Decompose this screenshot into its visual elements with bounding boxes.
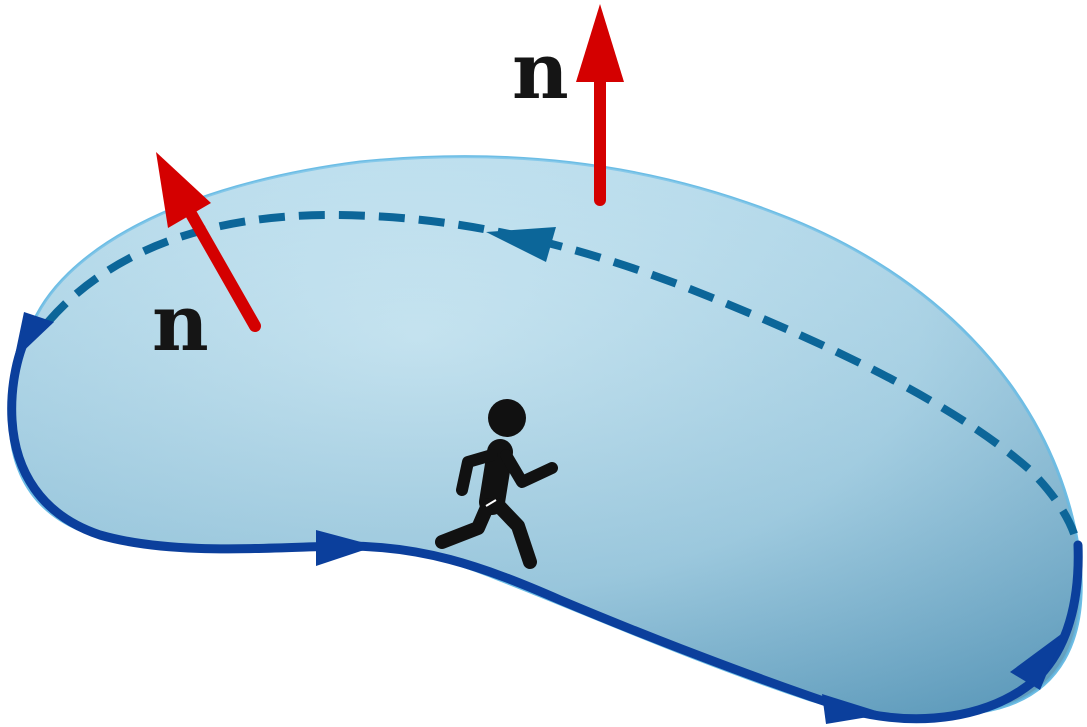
boundary-arrowhead-bottom-right xyxy=(822,694,886,724)
boundary-curve-back-dashed xyxy=(44,210,1080,542)
boundary-curve-front xyxy=(7,325,1083,724)
boundary-arrowhead-right xyxy=(1010,632,1064,690)
normal-vector-top-arrowhead xyxy=(576,4,624,82)
dashed-curve-arrowhead xyxy=(486,227,556,262)
normal-vector-left xyxy=(184,206,261,332)
normal-vector-left-arrowhead xyxy=(156,152,211,228)
boundary-arrowhead-left xyxy=(14,312,54,360)
person-walking-icon xyxy=(435,399,558,569)
normal-label-left: n xyxy=(152,278,209,369)
surface-shading xyxy=(10,156,1082,717)
boundary-arrowhead-bottom-left xyxy=(316,530,376,566)
normal-label-top: n xyxy=(512,26,569,117)
